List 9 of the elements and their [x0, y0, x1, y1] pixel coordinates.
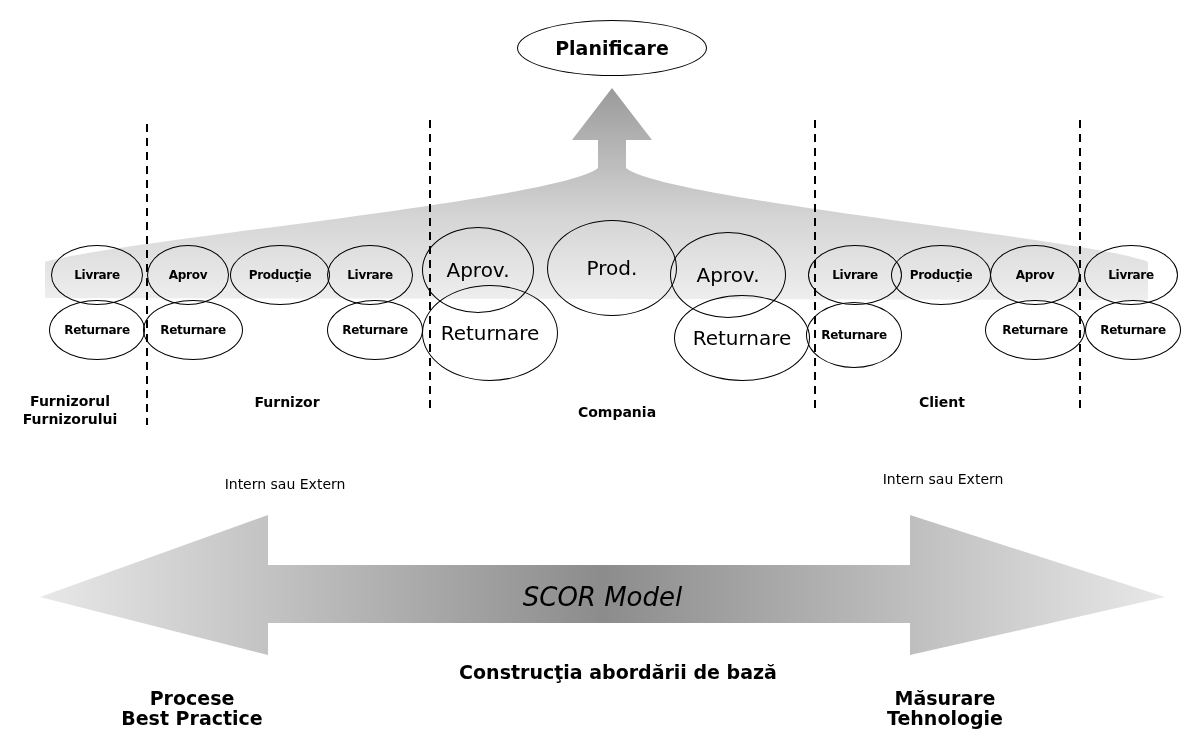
tier-label: Compania	[577, 403, 657, 422]
tier-label: Furnizor	[254, 393, 320, 412]
model-title: SCOR Model	[522, 582, 683, 612]
double-arrow-band	[40, 515, 1165, 655]
tier-label: Client	[919, 393, 965, 412]
subtitle: Construcţia abordării de bază	[459, 660, 777, 685]
scope-note: Intern sau Extern	[224, 475, 346, 494]
scope-note: Intern sau Extern	[882, 470, 1004, 489]
tier-label: Furnizorul Furnizorului	[21, 392, 119, 429]
